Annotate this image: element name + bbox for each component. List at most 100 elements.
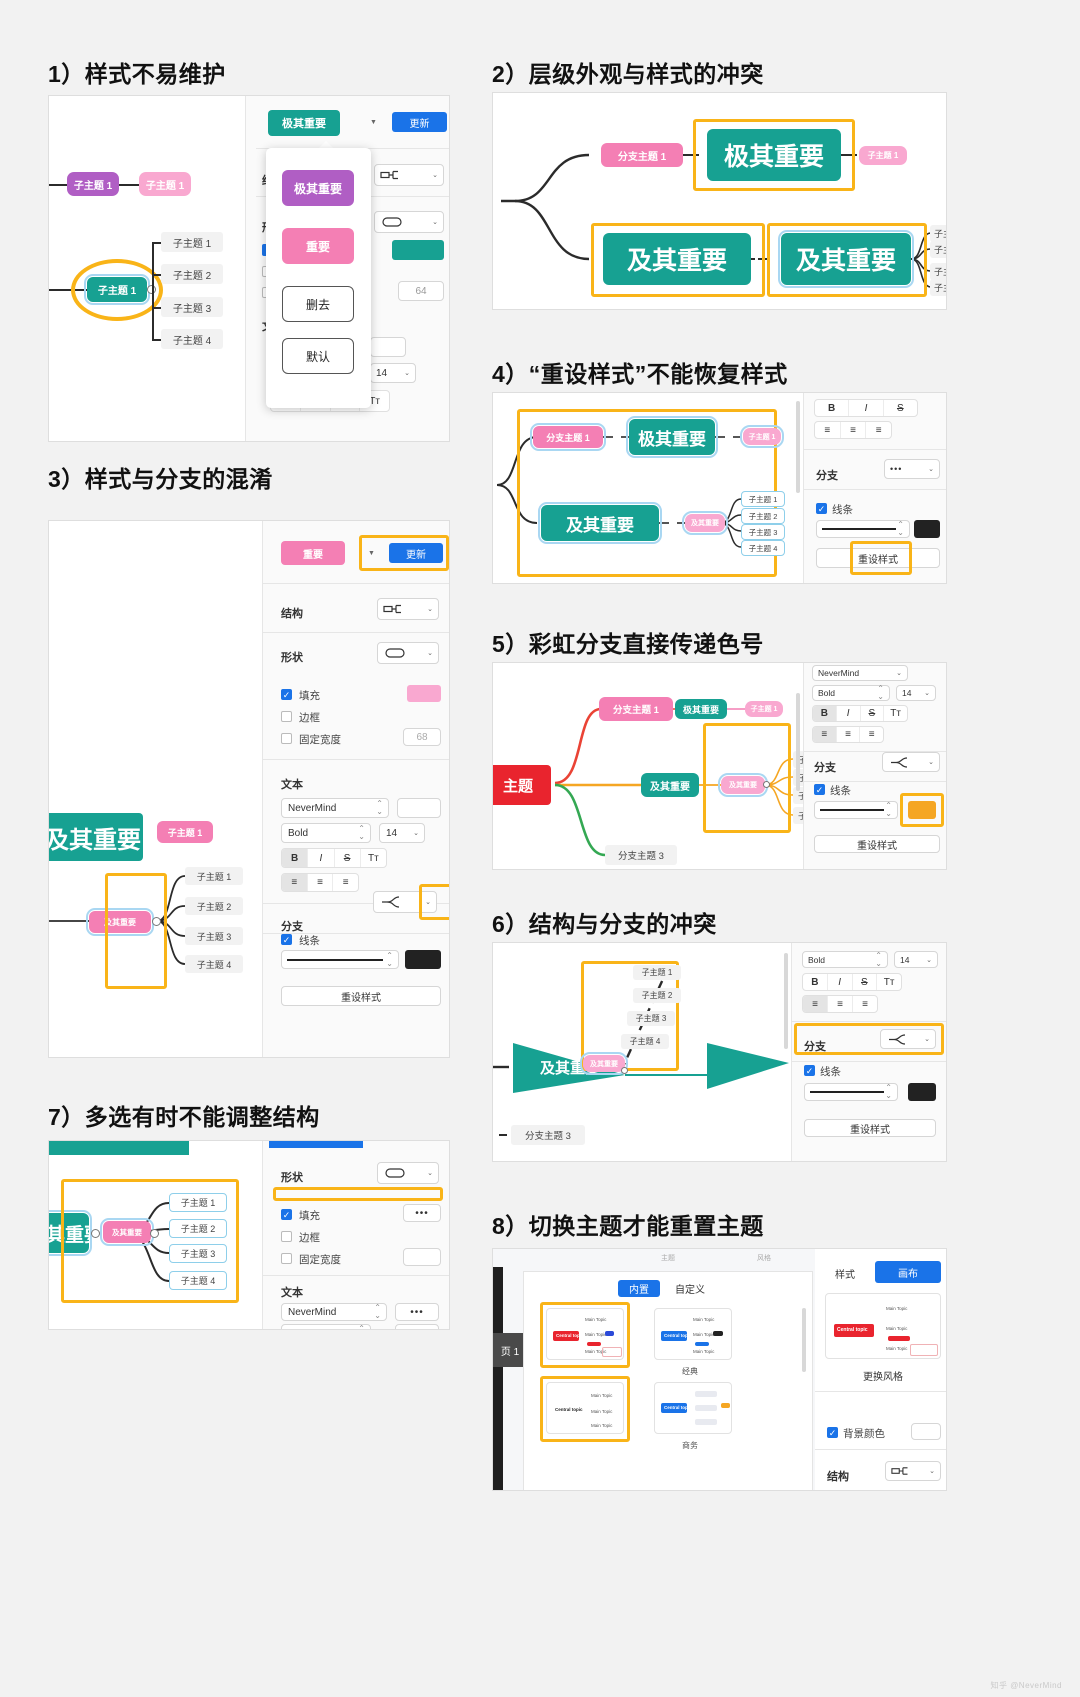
node-very-important-large[interactable]: 及其重要 — [49, 813, 143, 861]
text-style-button-group[interactable]: B I S — [814, 399, 918, 417]
branch-style-select[interactable]: ⌄ — [882, 752, 940, 772]
node-sub-topic-purple[interactable]: 子主题 1 — [67, 172, 119, 196]
fixed-width-input[interactable] — [403, 1248, 441, 1266]
node-child-1[interactable]: 子主题 1 — [169, 1193, 227, 1212]
theme-thumb-1[interactable]: Central topic Main Topic Main Topic Main… — [546, 1308, 624, 1360]
branch-style-select[interactable]: ⌄ — [880, 1029, 936, 1049]
node-child-1[interactable]: 子主题 1 — [741, 491, 785, 507]
align-left-button[interactable]: ≡ — [815, 422, 841, 438]
change-style-button[interactable]: 更换风格 — [863, 1371, 903, 1383]
tab-custom[interactable]: 自定义 — [675, 1285, 705, 1296]
align-left-button[interactable]: ≡ — [813, 727, 837, 742]
node-child-3[interactable]: 子主题 3 — [793, 787, 803, 804]
line-checkbox[interactable]: ✓ — [816, 503, 827, 514]
font-size-select[interactable]: 14⌄ — [370, 363, 416, 383]
style-chip[interactable]: 极其重要 — [268, 110, 340, 136]
fill-checkbox[interactable]: ✓ — [281, 1209, 292, 1220]
node-child-4[interactable]: 子主题 4 — [161, 329, 223, 349]
font-weight-select[interactable]: Bold⌃⌄ — [802, 951, 888, 968]
align-center-button[interactable]: ≡ — [828, 996, 853, 1012]
font-family-select[interactable]: NeverMind⌃⌄ — [281, 798, 389, 818]
font-weight-select[interactable]: Bold⌃⌄ — [812, 685, 890, 701]
font-size-select[interactable]: 14⌄ — [896, 685, 936, 701]
node-child-3[interactable]: 子主题 3 — [161, 297, 223, 317]
align-right-button[interactable]: ≡ — [875, 424, 882, 436]
tab-style[interactable]: 样式 — [835, 1269, 855, 1281]
node-extremely-important[interactable]: 极其重要 — [675, 699, 727, 719]
fixed-width-checkbox[interactable] — [281, 1253, 292, 1264]
node-child-4[interactable]: 子主题 4 — [930, 279, 946, 296]
reset-style-button[interactable]: 重设样式 — [814, 835, 940, 853]
top-tab-style[interactable]: 风格 — [757, 1255, 771, 1262]
menu-item-extremely-important[interactable]: 极其重要 — [282, 170, 354, 206]
align-center-button[interactable]: ≡ — [837, 727, 861, 742]
line-color-swatch[interactable] — [405, 950, 441, 969]
text-transform-button[interactable]: Tт — [883, 976, 895, 988]
fixed-width-input[interactable]: 64 — [398, 281, 444, 301]
node-extremely-important[interactable]: 极其重要 — [707, 129, 841, 181]
node-child-2[interactable]: 子主题 2 — [633, 988, 681, 1003]
structure-select[interactable]: ⌄ — [885, 1461, 941, 1481]
italic-button[interactable]: I — [849, 400, 884, 416]
chevron-down-icon[interactable]: ▼ — [370, 119, 377, 126]
node-very-important-small[interactable]: 及其重要 — [86, 908, 154, 936]
line-checkbox[interactable]: ✓ — [804, 1065, 815, 1076]
node-branch-topic-1[interactable]: 分支主题 1 — [599, 697, 673, 721]
fill-color-swatch[interactable] — [392, 240, 444, 260]
strikethrough-button[interactable]: S — [861, 706, 885, 721]
align-center-button[interactable]: ≡ — [841, 422, 867, 438]
bold-button[interactable]: B — [813, 706, 837, 721]
canvas-scrollbar[interactable] — [796, 693, 800, 791]
tab-builtin[interactable]: 内置 — [618, 1280, 660, 1297]
structure-select[interactable]: ⌄ — [374, 164, 444, 186]
fixed-width-checkbox[interactable] — [281, 733, 292, 744]
italic-button[interactable]: I — [828, 974, 853, 990]
structure-select[interactable]: ⌄ — [377, 598, 439, 620]
node-child-4[interactable]: 子主题 4 — [169, 1271, 227, 1290]
background-color-swatch[interactable] — [911, 1423, 941, 1440]
line-width-select[interactable]: ⌃⌄ — [814, 801, 898, 819]
node-very-important-small[interactable]: 及其重要 — [580, 1052, 628, 1075]
text-style-button-group[interactable]: B I S Tт — [802, 973, 902, 991]
line-color-swatch[interactable] — [908, 1083, 936, 1101]
line-width-select[interactable]: ⌃⌄ — [816, 520, 910, 538]
style-chip[interactable]: 重要 — [281, 541, 345, 565]
theme-list-scrollbar[interactable] — [802, 1308, 806, 1372]
font-weight-select[interactable]: Bold⌃⌄ — [281, 823, 371, 843]
align-button-group[interactable]: ≡ ≡ ≡ — [812, 726, 884, 743]
font-weight-select[interactable]: 多种⌃⌄ — [281, 1324, 371, 1329]
branch-style-select[interactable]: ••• ⌄ — [884, 459, 940, 479]
theme-thumb-3[interactable]: Central topic Main Topic Main Topic Main… — [546, 1382, 624, 1434]
text-transform-button[interactable]: Tт — [368, 852, 379, 864]
font-color-field[interactable] — [397, 798, 441, 818]
shape-select[interactable]: ⌄ — [377, 642, 439, 664]
border-checkbox[interactable] — [281, 711, 292, 722]
node-child-3[interactable]: 子主题 3 — [930, 263, 946, 280]
node-child-3[interactable]: 子主题 3 — [169, 1244, 227, 1263]
bold-button[interactable]: B — [803, 974, 828, 990]
node-child-4[interactable]: 子主题 4 — [185, 955, 243, 973]
align-button-group[interactable]: ≡ ≡ ≡ — [802, 995, 878, 1013]
line-color-swatch[interactable] — [914, 520, 940, 538]
text-style-button-group[interactable]: B I S Tт — [281, 848, 387, 868]
top-tab-theme[interactable]: 主题 — [661, 1255, 675, 1262]
font-family-select[interactable]: NeverMind⌄ — [812, 665, 908, 681]
node-branch-topic-3[interactable]: 分支主题 3 — [605, 845, 677, 865]
font-family-select[interactable]: NeverMind⌃⌄ — [281, 1303, 387, 1321]
font-size-select[interactable]: 14⌄ — [379, 823, 425, 843]
line-checkbox[interactable]: ✓ — [281, 934, 292, 945]
update-button[interactable]: 更新 — [389, 543, 443, 563]
collapse-toggle-icon[interactable] — [621, 1067, 628, 1074]
collapse-toggle-icon[interactable] — [150, 1229, 159, 1238]
shape-select[interactable]: ⌄ — [374, 211, 444, 233]
menu-item-default[interactable]: 默认 — [282, 338, 354, 374]
node-child-2[interactable]: 子主题 2 — [930, 241, 946, 258]
align-center-button[interactable]: ≡ — [308, 874, 334, 891]
node-child-4[interactable]: 子主题 4 — [741, 540, 785, 556]
node-child-3[interactable]: 子主题 3 — [627, 1011, 675, 1026]
node-branch-topic-3[interactable]: 分支主题 3 — [511, 1125, 585, 1145]
strikethrough-button[interactable]: S — [853, 974, 878, 990]
tab-canvas[interactable]: 画布 — [875, 1261, 941, 1283]
line-width-select[interactable]: ⌃⌄ — [804, 1083, 898, 1101]
node-very-important[interactable]: 及其重要 — [641, 773, 699, 797]
